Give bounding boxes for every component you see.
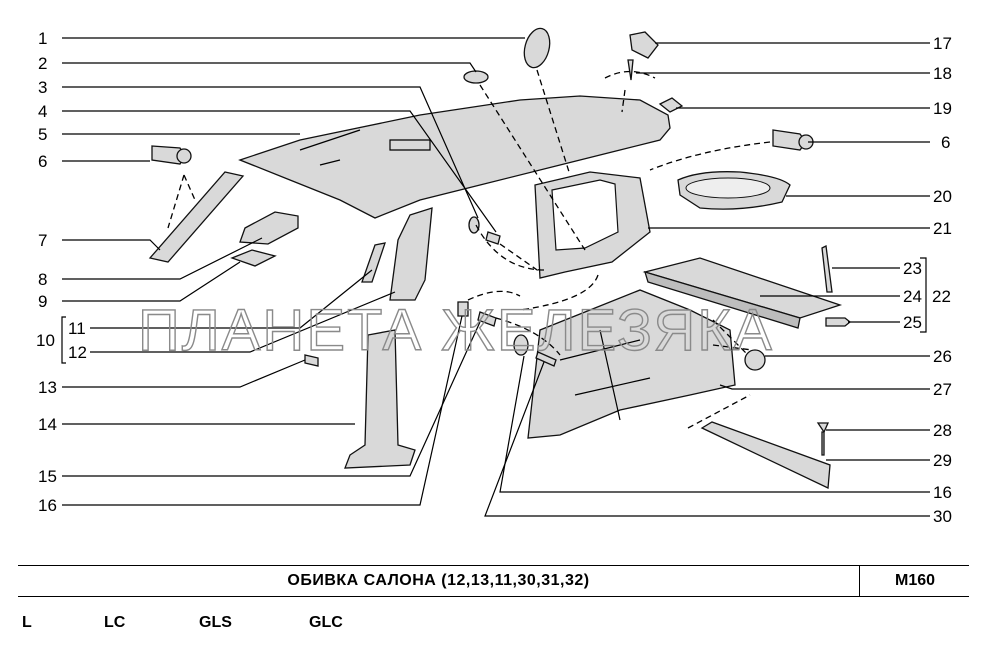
sill-plate-part [700, 421, 831, 489]
fasteners [151, 31, 852, 456]
callout-4: 4 [38, 102, 47, 121]
section-code: M160 [894, 572, 936, 589]
b-pillar-lower-part [344, 329, 416, 469]
callout-19: 19 [933, 99, 952, 118]
watermark: ПЛАНЕТА ЖЕЛЕЗЯКА [138, 298, 774, 363]
callout-9: 9 [38, 292, 47, 311]
callout-28: 28 [933, 421, 952, 440]
callout-26: 26 [933, 347, 952, 366]
variant-glc: GLC [309, 614, 343, 631]
callout-7: 7 [38, 231, 47, 250]
callout-14: 14 [38, 415, 57, 434]
callout-6-left: 6 [38, 152, 47, 171]
right-callouts: 17 18 19 6 20 21 23 22 24 25 26 27 28 29… [903, 34, 952, 526]
callout-22: 22 [932, 287, 951, 306]
c-pillar-window-frame [551, 179, 619, 251]
section-title: ОБИВКА САЛОНА (12,13,11,30,31,32) [18, 566, 860, 596]
variant-lc: LC [104, 614, 126, 631]
callout-12: 12 [68, 343, 87, 362]
callout-30: 30 [933, 507, 952, 526]
assembly-paths [167, 69, 771, 429]
headliner-part [238, 95, 671, 219]
callout-11: 11 [68, 319, 86, 338]
variant-gls: GLS [199, 614, 232, 631]
callout-25: 25 [903, 313, 922, 332]
leader-lines [61, 37, 930, 517]
callout-29: 29 [933, 451, 952, 470]
callout-2: 2 [38, 54, 47, 73]
plate-part [230, 249, 277, 267]
callout-18: 18 [933, 64, 952, 83]
callout-8: 8 [38, 270, 47, 289]
callout-21: 21 [933, 219, 952, 238]
parts-diagram: 1 2 3 4 5 6 7 8 9 11 10 12 13 14 15 16 1… [36, 27, 952, 526]
left-callouts: 1 2 3 4 5 6 7 8 9 11 10 12 13 14 15 16 [36, 29, 87, 515]
callout-20: 20 [933, 187, 952, 206]
lamp-cap-part [463, 70, 489, 84]
quarter-trim-part [527, 289, 736, 439]
callout-5: 5 [38, 125, 47, 144]
variant-l: L [22, 614, 32, 631]
callout-3: 3 [38, 78, 47, 97]
callout-24: 24 [903, 287, 922, 306]
callout-1: 1 [38, 29, 47, 48]
callout-6-right: 6 [941, 133, 950, 152]
handle-bracket-part [239, 211, 299, 245]
sun-visor-part [523, 27, 551, 69]
title-row: ОБИВКА САЛОНА (12,13,11,30,31,32) M160 [18, 565, 969, 597]
insert-part [361, 242, 386, 283]
a-pillar-trim-part [148, 171, 245, 263]
callout-13: 13 [38, 378, 57, 397]
callout-27: 27 [933, 380, 952, 399]
callout-23: 23 [903, 259, 922, 278]
callout-16-right: 16 [933, 483, 952, 502]
b-pillar-upper-part [389, 207, 433, 301]
callout-15: 15 [38, 467, 57, 486]
callout-16-left: 16 [38, 496, 57, 515]
callout-10: 10 [36, 331, 55, 350]
callout-17: 17 [933, 34, 952, 53]
seat-strip-part [821, 245, 833, 293]
